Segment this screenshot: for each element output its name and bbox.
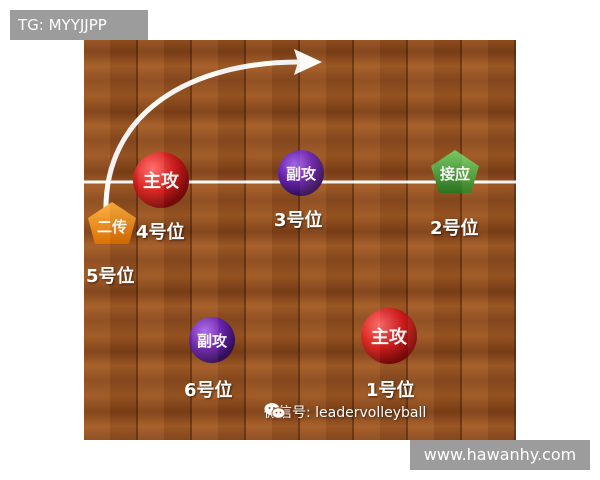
player-role-label: 主攻: [143, 170, 180, 192]
player-role-label: 主攻: [371, 326, 408, 348]
position-label-5: 5号位: [86, 266, 135, 287]
position-label-4: 4号位: [136, 222, 185, 243]
setter-path-arrow: [103, 59, 302, 219]
player-middle-blocker-6: 副攻: [189, 317, 235, 363]
wechat-id-text: 微信号: leadervolleyball: [264, 405, 427, 421]
position-label-1: 1号位: [366, 380, 415, 401]
site-watermark-badge: www.hawanhy.com: [410, 440, 590, 470]
tg-watermark-badge: TG: MYYJJPP: [10, 10, 148, 40]
player-main-attacker-1: 主攻: [361, 308, 417, 364]
player-role-label: 副攻: [286, 165, 317, 183]
player-role-label: 二传: [97, 218, 127, 236]
wechat-credit: 微信号: leadervolleyball: [264, 402, 426, 422]
player-opposite-2: 接应: [431, 150, 479, 193]
arrow-head-icon: [294, 49, 322, 75]
player-setter-5: 二传: [88, 202, 136, 244]
court-svg: 主攻 副攻 接应 二传 副攻: [84, 49, 516, 364]
player-role-label: 接应: [440, 165, 470, 183]
position-label-3: 3号位: [274, 210, 323, 231]
position-label-6: 6号位: [184, 380, 233, 401]
volleyball-court-diagram: 主攻 副攻 接应 二传 副攻: [84, 40, 516, 440]
wechat-icon: [264, 403, 286, 419]
player-main-attacker-4: 主攻: [133, 152, 189, 208]
player-middle-blocker-3: 副攻: [278, 150, 324, 196]
player-role-label: 副攻: [197, 332, 228, 350]
position-label-2: 2号位: [430, 218, 479, 239]
